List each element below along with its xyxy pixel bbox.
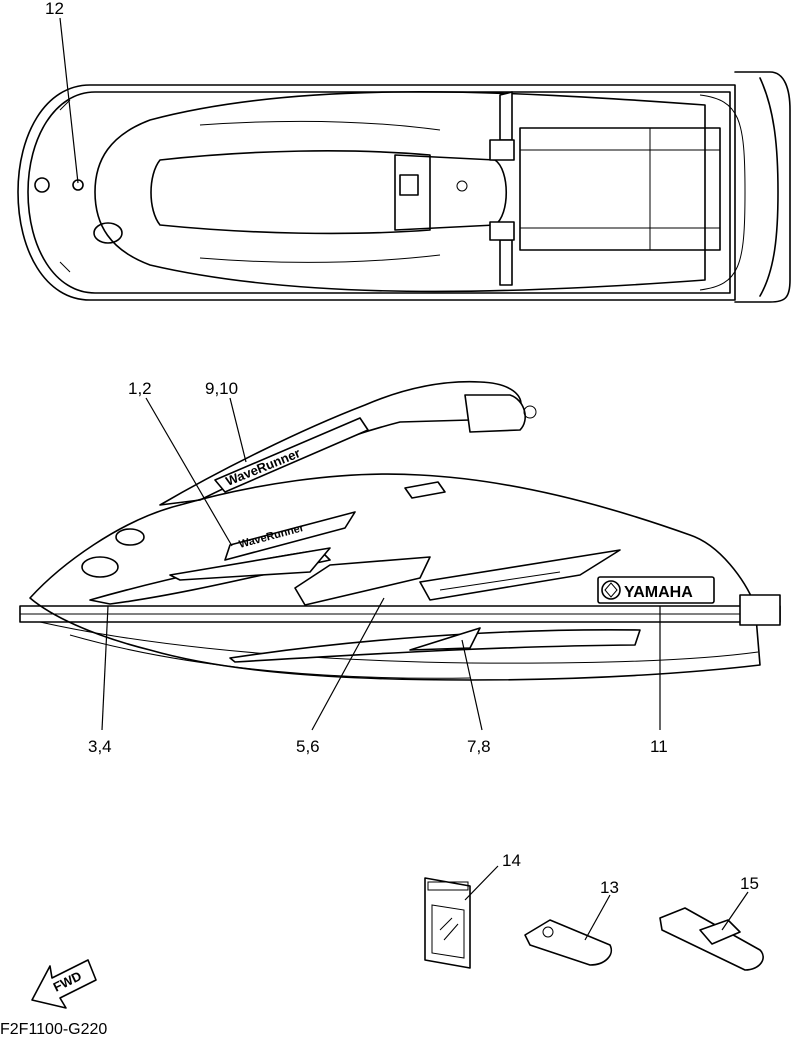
callout-1-2: 1,2 — [128, 379, 152, 398]
model-decal-pole: WaveRunner — [224, 445, 303, 488]
leader-14 — [464, 865, 499, 901]
top-view-hull — [17, 71, 791, 303]
leader-13 — [584, 894, 611, 941]
callout-13: 13 — [600, 878, 619, 897]
leader-9-10 — [229, 397, 247, 463]
fwd-arrow-icon: FWD — [31, 959, 97, 1009]
figure-code: F2F1100-G220 — [0, 1021, 107, 1038]
leader-7-8 — [461, 639, 483, 731]
callout-15: 15 — [740, 874, 759, 893]
callout-3-4: 3,4 — [88, 737, 112, 756]
callout-9-10: 9,10 — [205, 379, 238, 398]
callout-14: 14 — [502, 851, 521, 870]
part-13-tag — [524, 919, 612, 966]
leader-12 — [59, 17, 79, 184]
leader-5-6 — [311, 597, 385, 731]
leader-1-2 — [145, 397, 233, 547]
leader-3-4 — [101, 605, 109, 731]
part-14-card-pouch — [424, 877, 471, 969]
part-15-strap — [659, 907, 764, 971]
side-view-hull: WaveRunner WaveRunner YAMAHA — [19, 380, 781, 681]
callout-11: 11 — [650, 737, 668, 756]
callout-5-6: 5,6 — [296, 737, 320, 756]
callout-7-8: 7,8 — [467, 737, 491, 756]
leader-15 — [721, 891, 749, 931]
brand-decal: YAMAHA — [624, 584, 693, 601]
callout-12: 12 — [45, 0, 64, 18]
